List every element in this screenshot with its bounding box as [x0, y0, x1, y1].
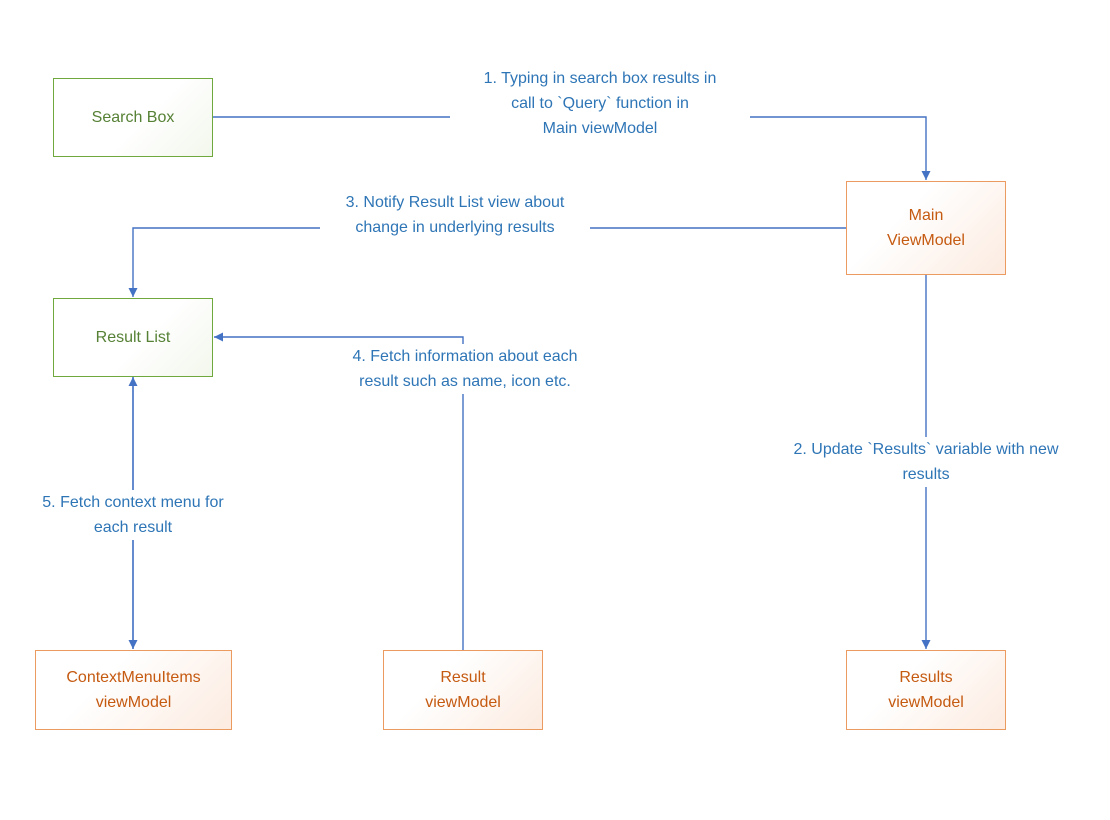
- node-result-viewmodel-label-line2: viewModel: [425, 694, 501, 711]
- annotation-step4: 4. Fetch information about each result s…: [315, 344, 615, 394]
- node-results-viewmodel-label-line1: Results: [899, 669, 953, 686]
- node-result-list: Result List: [53, 298, 213, 377]
- annotation-step2-line2: results: [902, 466, 950, 483]
- annotation-step1-line1: 1. Typing in search box results in: [483, 70, 717, 87]
- node-results-viewmodel: Results viewModel: [846, 650, 1006, 730]
- node-contextmenuitems-viewmodel-label-line2: viewModel: [95, 694, 172, 711]
- annotation-step4-line2: result such as name, icon etc.: [359, 373, 571, 390]
- annotation-step1-line3: Main viewModel: [542, 120, 658, 137]
- node-main-viewmodel-label-line2: ViewModel: [887, 232, 965, 249]
- node-contextmenuitems-viewmodel: ContextMenuItems viewModel: [35, 650, 232, 730]
- node-main-viewmodel: Main ViewModel: [846, 181, 1006, 275]
- annotation-step4-line1: 4. Fetch information about each: [352, 348, 578, 365]
- node-contextmenuitems-viewmodel-label-line1: ContextMenuItems: [66, 669, 201, 686]
- annotation-step2: 2. Update `Results` variable with new re…: [766, 437, 1086, 487]
- node-result-viewmodel-label-line1: Result: [440, 669, 486, 686]
- connector-step3: [128, 227, 846, 297]
- node-search-box: Search Box: [53, 78, 213, 157]
- node-results-viewmodel-label-line2: viewModel: [888, 694, 964, 711]
- connector-step4: [214, 332, 464, 650]
- node-search-box-label: Search Box: [91, 109, 175, 126]
- node-result-list-label: Result List: [95, 329, 171, 346]
- annotation-step3-line2: change in underlying results: [355, 219, 555, 236]
- annotation-step3-line1: 3. Notify Result List view about: [345, 194, 565, 211]
- annotation-step5: 5. Fetch context menu for each result: [13, 490, 253, 540]
- node-main-viewmodel-label-line1: Main: [908, 207, 944, 224]
- annotation-step1: 1. Typing in search box results in call …: [450, 66, 750, 141]
- annotation-step5-line2: each result: [93, 519, 173, 536]
- annotation-step3: 3. Notify Result List view about change …: [320, 190, 590, 240]
- annotation-step1-line2: call to `Query` function in: [511, 95, 689, 112]
- node-result-viewmodel: Result viewModel: [383, 650, 543, 730]
- annotation-step5-line1: 5. Fetch context menu for: [42, 494, 224, 511]
- annotation-step2-line1: 2. Update `Results` variable with new: [793, 441, 1059, 458]
